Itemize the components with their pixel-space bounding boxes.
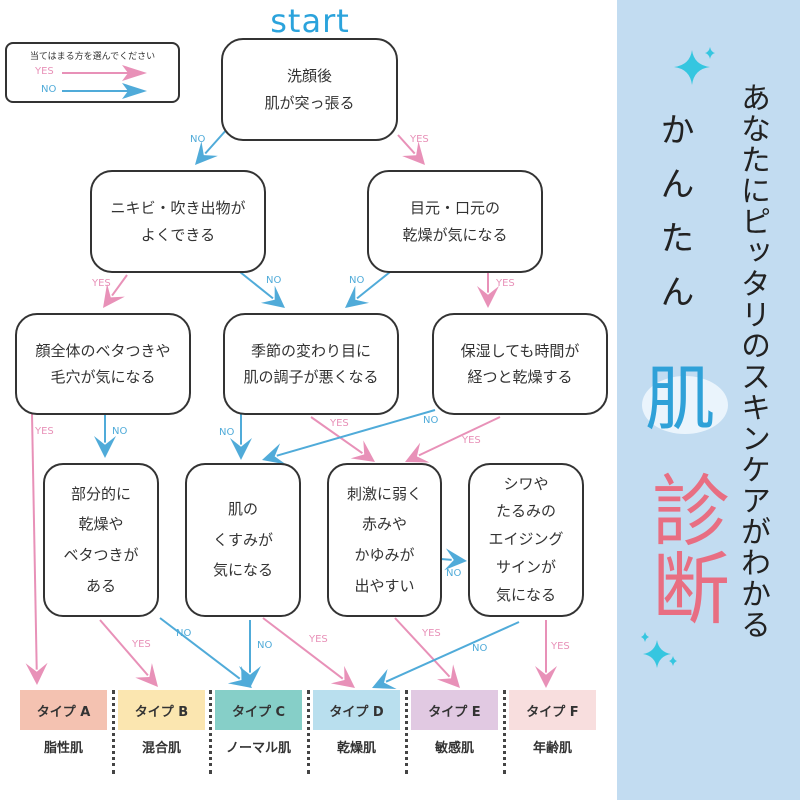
sparkle-icon	[674, 47, 715, 85]
yes-arrow	[535, 620, 557, 688]
question-4: 顔全体のベタつきや 毛穴が気になる	[15, 313, 191, 415]
question-7: 部分的に 乾燥や ベタつきが ある	[43, 463, 159, 617]
yes-label: YES	[309, 634, 328, 645]
yes-arrow	[397, 134, 425, 165]
no-label: NO	[349, 275, 365, 286]
type-a-name: 脂性肌	[43, 741, 83, 756]
no-arrow	[372, 621, 520, 690]
yes-arrow	[99, 619, 158, 687]
type-f-name: 年齢肌	[532, 741, 572, 756]
legend-no-label: NO	[41, 84, 57, 95]
no-arrow	[262, 409, 436, 465]
no-arrow	[159, 617, 252, 688]
legend-yes-label: YES	[35, 66, 54, 77]
easy-label: かんたん	[654, 112, 694, 328]
question-1: 洗顔後 肌が突っ張る	[221, 38, 398, 141]
yes-label: YES	[422, 628, 441, 639]
no-arrow	[239, 271, 285, 308]
start-label: start	[270, 2, 350, 40]
divider	[405, 690, 408, 774]
no-label: NO	[219, 427, 235, 438]
type-e-badge: タイプ E	[411, 690, 498, 730]
type-b-badge: タイプ B	[118, 690, 205, 730]
shindan-title: 診断	[639, 470, 729, 626]
yes-arrow	[394, 617, 460, 688]
yes-label: YES	[496, 278, 515, 289]
question-2: ニキビ・吹き出物が よくできる	[90, 170, 266, 273]
yes-label: YES	[462, 435, 481, 446]
yes-arrow	[103, 274, 128, 308]
divider	[307, 690, 310, 774]
no-label: NO	[176, 628, 192, 639]
divider	[503, 690, 506, 774]
yes-label: YES	[410, 134, 429, 145]
yes-arrow	[25, 413, 48, 685]
no-label: NO	[112, 426, 128, 437]
yes-arrow	[477, 272, 499, 308]
tagline: あなたにピッタリのスキンケアがわかる	[735, 82, 770, 640]
type-d-badge: タイプ D	[313, 690, 400, 730]
title-panel: あなたにピッタリのスキンケアがわかる かんたん 肌 診断	[617, 0, 800, 800]
no-arrow	[94, 414, 116, 458]
no-arrow	[195, 127, 229, 165]
no-arrow	[230, 414, 252, 460]
type-d-name: 乾燥肌	[336, 741, 376, 756]
type-e-name: 敏感肌	[434, 741, 474, 756]
type-b-name: 混合肌	[141, 741, 181, 756]
type-a-badge: タイプ A	[20, 690, 107, 730]
question-6: 保湿しても時間が 経つと乾燥する	[432, 313, 608, 415]
type-c-badge: タイプ C	[215, 690, 302, 730]
legend-title: 当てはまる方を選んでください	[29, 52, 156, 62]
no-label: NO	[472, 643, 488, 654]
sparkle-icon	[641, 632, 677, 668]
question-3: 目元・口元の 乾燥が気になる	[367, 170, 543, 273]
no-label: NO	[423, 415, 439, 426]
yes-arrow	[262, 617, 355, 688]
question-5: 季節の変わり目に 肌の調子が悪くなる	[223, 313, 399, 415]
yes-label: YES	[330, 418, 349, 429]
yes-arrow	[405, 416, 501, 463]
type-f-badge: タイプ F	[509, 690, 596, 730]
no-arrow	[239, 620, 261, 688]
yes-arrow	[310, 416, 375, 462]
no-arrow	[440, 548, 467, 571]
flow-arrows	[25, 127, 557, 690]
divider	[209, 690, 212, 774]
divider	[112, 690, 115, 774]
yes-label: YES	[92, 278, 111, 289]
legend-arrows-icon	[62, 65, 147, 99]
legend: 当てはまる方を選んでください YES NO	[5, 42, 180, 103]
question-9: 刺激に弱く 赤みや かゆみが 出やすい	[327, 463, 442, 617]
highlight-ellipse	[642, 376, 728, 434]
no-label: NO	[190, 134, 206, 145]
no-arrow	[345, 271, 391, 308]
no-label: NO	[266, 275, 282, 286]
no-label: NO	[446, 568, 462, 579]
hada-title: 肌	[645, 358, 715, 440]
yes-label: YES	[551, 641, 570, 652]
question-10: シワや たるみの エイジング サインが 気になる	[468, 463, 584, 617]
yes-label: YES	[35, 426, 54, 437]
no-label: NO	[257, 640, 273, 651]
question-8: 肌の くすみが 気になる	[185, 463, 301, 617]
yes-label: YES	[132, 639, 151, 650]
type-c-name: ノーマル肌	[225, 741, 291, 756]
